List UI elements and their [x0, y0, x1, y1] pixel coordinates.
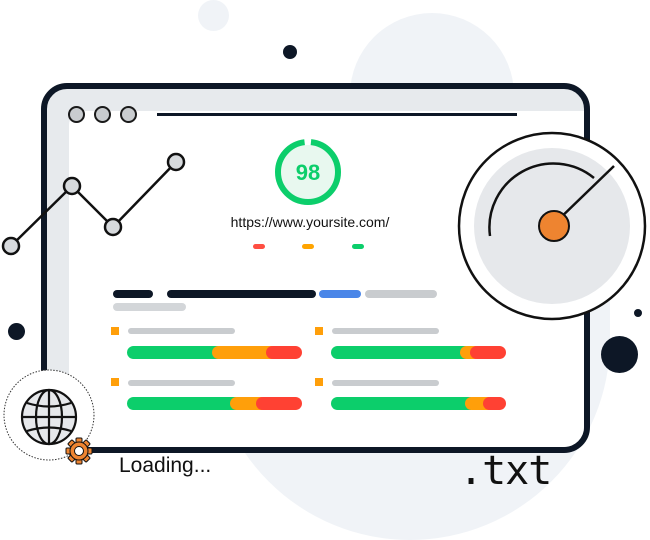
decor-dot: [634, 309, 642, 317]
window-dot: [120, 106, 137, 123]
globe-icon: [20, 388, 78, 446]
metric-marker: [111, 378, 119, 386]
speedometer-icon: [457, 131, 647, 321]
legend-poor: [253, 244, 265, 249]
metric-bar-segment: [127, 397, 236, 410]
metric-bar: [127, 397, 302, 410]
metric-bar-segment: [331, 346, 466, 359]
metric-bar-segment: [482, 397, 506, 410]
gauge-needle-hub: [538, 210, 570, 242]
address-bar: [157, 113, 517, 116]
file-extension-label: .txt: [459, 448, 552, 494]
tab-skeleton-active[interactable]: [319, 290, 361, 298]
window-dot: [94, 106, 111, 123]
site-url: https://www.yoursite.com/: [230, 214, 390, 230]
metric-marker: [111, 327, 119, 335]
metric-bar-segment: [255, 397, 302, 410]
trend-point: [103, 217, 123, 237]
metric-bar-segment: [229, 397, 262, 410]
metric-bar-segment: [266, 346, 302, 359]
tab-skeleton[interactable]: [167, 290, 316, 298]
score-gauge: 98: [275, 139, 341, 205]
tab-skeleton[interactable]: [365, 290, 437, 298]
globe-settings-icon: [3, 369, 95, 465]
tab-skeleton[interactable]: [113, 290, 153, 298]
trend-line-chart: [1, 152, 186, 256]
trend-line: [10, 161, 177, 247]
trend-point: [62, 176, 82, 196]
window-dot: [68, 106, 85, 123]
trend-point: [166, 152, 186, 172]
metric-bar-segment: [127, 346, 218, 359]
metric-label-skeleton: [332, 328, 439, 334]
legend-needs-improvement: [302, 244, 314, 249]
metric-bar: [331, 397, 506, 410]
metric-label-skeleton: [128, 328, 235, 334]
metric-bar-segment: [470, 346, 506, 359]
score-fill: [281, 145, 335, 199]
metric-label-skeleton: [128, 380, 235, 386]
metric-marker: [315, 378, 323, 386]
metric-label-skeleton: [332, 380, 439, 386]
decor-dot: [601, 336, 638, 373]
text-skeleton: [113, 303, 186, 311]
loading-text: Loading...: [119, 454, 212, 477]
metric-marker: [315, 327, 323, 335]
metric-bar-segment: [212, 346, 273, 359]
decor-dot: [8, 323, 25, 340]
legend-good: [352, 244, 364, 249]
decor-dot: [283, 45, 297, 59]
bg-circle-top-small: [198, 0, 229, 31]
score-ring-arc: [275, 139, 341, 205]
score-value: 98: [296, 160, 320, 185]
metric-bar: [127, 346, 302, 359]
gear-icon: [65, 437, 93, 465]
trend-point: [1, 236, 21, 256]
metric-bar: [331, 346, 506, 359]
metric-bar-segment: [331, 397, 471, 410]
